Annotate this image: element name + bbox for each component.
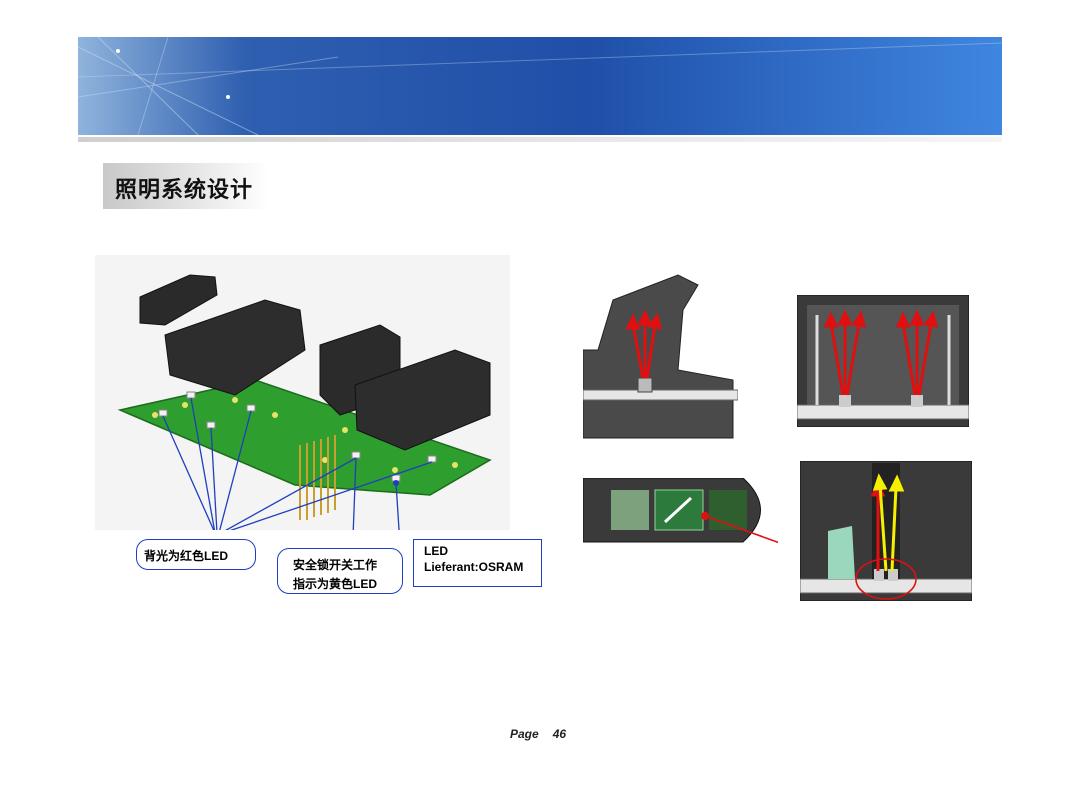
safety-lock-callout: 安全锁开关工作 指示为黄色LED [277,548,403,594]
led-supplier-box: LED Lieferant:OSRAM [413,539,542,587]
section-title: 照明系统设计 [115,177,254,203]
page-label: Page [510,727,539,741]
light-guide-section-side [583,270,738,440]
banner-decoration [78,37,1002,135]
header-rule [78,137,1002,142]
switch-assembly-illustration [95,255,510,530]
button-face-closeup [583,478,778,543]
header-banner [78,37,1002,135]
led-supplier-label: Lieferant:OSRAM [424,560,524,574]
safety-lock-label-line2: 指示为黄色LED [293,577,378,591]
led-label: LED [424,544,448,558]
backlight-callout: 背光为红色LED [136,539,256,570]
section-title-box: 照明系统设计 [103,163,269,209]
safety-lock-led-section [800,461,972,601]
light-guide-section-front [797,295,969,427]
safety-lock-label-line1: 安全锁开关工作 [293,558,378,572]
page-number: Page 46 [510,727,580,741]
backlight-label: 背光为红色LED [144,549,229,563]
page-number-value: 46 [552,727,567,741]
